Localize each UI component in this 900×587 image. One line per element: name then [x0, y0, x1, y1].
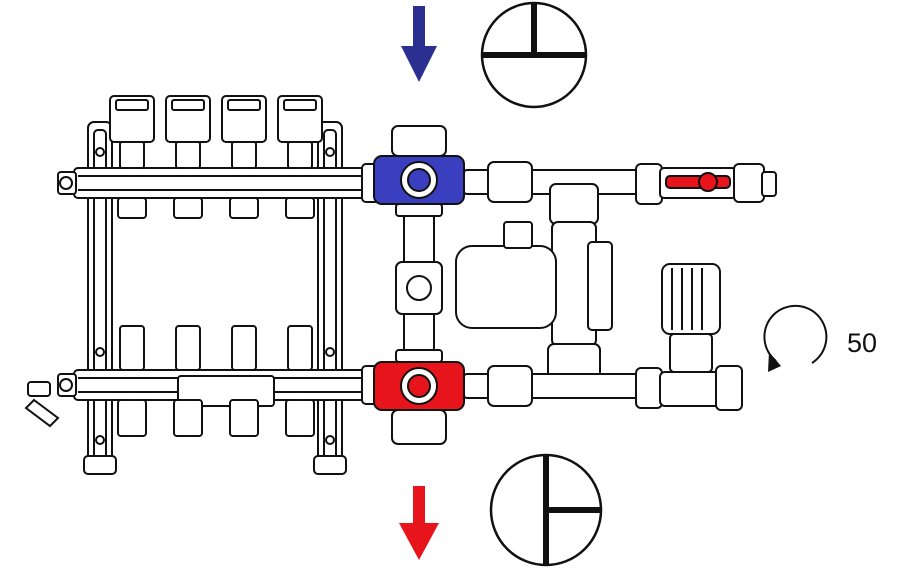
rotation-turns-label: 50 — [847, 328, 877, 358]
bottom-t-junction-detail-icon — [489, 453, 603, 567]
supply-manifold-bar — [57, 163, 385, 203]
supply-outlet-caps — [109, 95, 323, 169]
bypass-riser — [395, 211, 443, 353]
return-outlet-nuts — [117, 399, 315, 437]
supply-outlet-nuts — [117, 197, 315, 219]
thermostatic-head — [661, 263, 721, 373]
circulation-pump — [455, 183, 613, 385]
supply-flow-arrow — [401, 6, 437, 82]
red-mixing-valve — [373, 349, 465, 445]
return-manifold-bar — [24, 365, 385, 428]
return-flow-arrow — [399, 486, 439, 560]
return-inlet-pipe — [463, 365, 743, 411]
red-ball-valve-handle — [665, 172, 731, 192]
counterclockwise-rotation-icon — [763, 304, 828, 372]
blue-mixing-valve — [373, 125, 465, 217]
return-outlet-valves — [119, 325, 313, 371]
top-t-junction-detail-icon — [480, 1, 588, 109]
